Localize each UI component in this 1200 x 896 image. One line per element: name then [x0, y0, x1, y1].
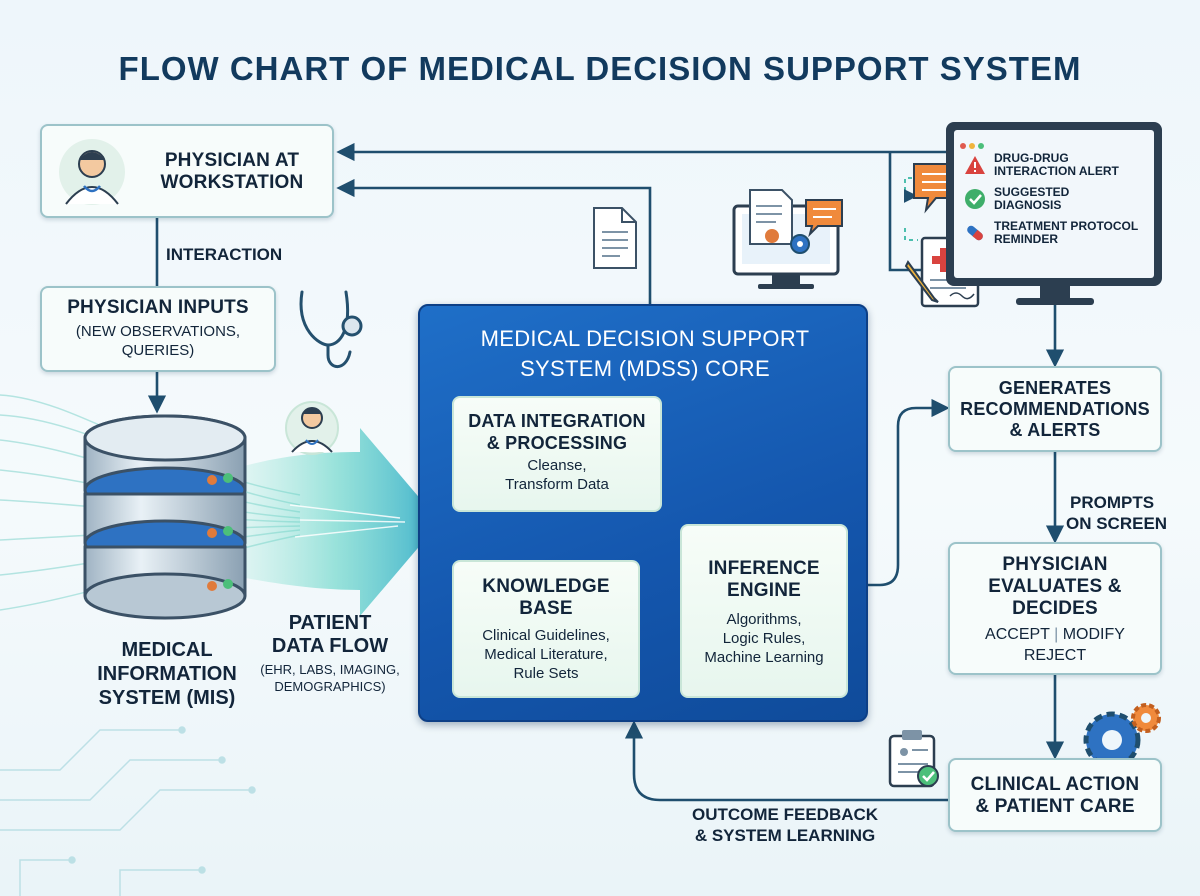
knowledge-base-line1: KNOWLEDGE — [482, 576, 610, 597]
patient-data-flow-label: PATIENT DATA FLOW (EHR, LABS, IMAGING, D… — [250, 612, 410, 695]
mis-line2: INFORMATION — [97, 663, 237, 685]
physician-workstation-box: PHYSICIAN AT WORKSTATION — [40, 124, 334, 218]
prompts-line1: PROMPTS — [1070, 493, 1155, 512]
stethoscope-icon — [299, 290, 363, 369]
mis-line1: MEDICAL — [121, 639, 213, 661]
feedback-to-core-arrow — [624, 720, 948, 802]
generates-line2: RECOMMENDATIONS — [960, 399, 1150, 419]
database-icon — [83, 414, 247, 620]
evaluates-line2: EVALUATES & — [988, 576, 1122, 597]
mis-label: MEDICAL INFORMATION SYSTEM (MIS) — [62, 638, 272, 710]
pill-icon — [964, 222, 986, 244]
prompts-on-screen-label: PROMPTS ON SCREEN — [1066, 492, 1167, 534]
monitor-base — [1016, 298, 1094, 305]
patient-data-flow-sub2: DEMOGRAPHICS) — [274, 679, 386, 694]
inference-engine-box: INFERENCE ENGINE Algorithms, Logic Rules… — [680, 524, 848, 698]
physician-inputs-line2: QUERIES) — [121, 342, 195, 359]
patient-data-flow-line2: DATA FLOW — [271, 635, 389, 657]
clinical-action-line1: CLINICAL ACTION — [970, 774, 1140, 795]
data-integration-sub2: Transform Data — [505, 476, 609, 493]
circuit-traces-bottom — [0, 726, 256, 896]
alert2-line2: DIAGNOSIS — [994, 198, 1062, 212]
warning-icon — [964, 154, 986, 176]
physician-workstation-line2: WORKSTATION — [160, 172, 304, 193]
clinical-action-line2: & PATIENT CARE — [975, 796, 1135, 817]
generates-line3: & ALERTS — [1009, 420, 1101, 440]
alert1-line2: INTERACTION ALERT — [994, 164, 1119, 178]
generates-recommendations-box: GENERATES RECOMMENDATIONS & ALERTS — [948, 366, 1162, 452]
knowledge-base-sub1: Clinical Guidelines, — [482, 627, 610, 644]
gear-icon — [1083, 703, 1161, 769]
clinical-action-box: CLINICAL ACTION & PATIENT CARE — [948, 758, 1162, 832]
document-icon — [593, 207, 637, 269]
computer-icon — [732, 189, 843, 289]
physician-inputs-box: PHYSICIAN INPUTS (NEW OBSERVATIONS, QUER… — [40, 286, 276, 372]
interaction-label: INTERACTION — [166, 245, 283, 264]
feedback-line1: OUTCOME FEEDBACK — [692, 805, 879, 824]
data-integration-sub1: Cleanse, — [527, 457, 587, 474]
patient-data-flow-sub1: (EHR, LABS, IMAGING, — [260, 662, 400, 677]
outcome-feedback-label: OUTCOME FEEDBACK & SYSTEM LEARNING — [692, 804, 878, 846]
option-accept: ACCEPT — [985, 626, 1050, 643]
physician-inputs-title: PHYSICIAN INPUTS — [67, 297, 249, 318]
check-icon — [964, 188, 986, 210]
monitor-stand — [1040, 286, 1070, 300]
checklist-icon — [888, 730, 939, 788]
patient-data-flow-line1: PATIENT — [288, 612, 372, 634]
doctor-icon — [59, 139, 125, 205]
doctor-icon — [285, 401, 339, 455]
data-integration-box: DATA INTEGRATION & PROCESSING Cleanse, T… — [452, 396, 662, 512]
inference-engine-sub2: Logic Rules, — [722, 630, 806, 647]
inference-engine-line2: ENGINE — [726, 580, 802, 601]
data-integration-line1: DATA INTEGRATION — [468, 411, 646, 431]
knowledge-base-sub2: Medical Literature, — [484, 646, 608, 663]
option-reject: REJECT — [1023, 647, 1087, 664]
generates-line1: GENERATES — [998, 378, 1112, 398]
inference-engine-sub1: Algorithms, — [726, 611, 802, 628]
patient-data-flow-arrow — [230, 428, 440, 616]
mis-line3: SYSTEM (MIS) — [98, 687, 236, 709]
feedback-line2: & SYSTEM LEARNING — [694, 826, 876, 845]
mdss-core-title: MEDICAL DECISION SUPPORT SYSTEM (MDSS) C… — [420, 324, 870, 384]
option-modify: MODIFY — [1062, 626, 1125, 643]
mdss-core-panel: MEDICAL DECISION SUPPORT SYSTEM (MDSS) C… — [418, 304, 868, 722]
evaluates-line3: DECIDES — [1012, 598, 1098, 619]
inference-engine-line1: INFERENCE — [708, 558, 820, 579]
mdss-core-title-line1: MEDICAL DECISION SUPPORT — [480, 326, 810, 351]
physician-workstation-line1: PHYSICIAN AT — [164, 150, 300, 171]
knowledge-base-line2: BASE — [519, 598, 573, 619]
alert2-line1: SUGGESTED — [994, 185, 1070, 199]
gear-icon — [790, 234, 810, 254]
alert1-line1: DRUG-DRUG — [994, 151, 1069, 165]
knowledge-base-sub3: Rule Sets — [513, 665, 579, 682]
data-integration-line2: & PROCESSING — [486, 433, 628, 453]
knowledge-base-box: KNOWLEDGE BASE Clinical Guidelines, Medi… — [452, 560, 640, 698]
alert3-line1: TREATMENT PROTOCOL — [994, 219, 1139, 233]
prompts-line2: ON SCREEN — [1066, 514, 1168, 533]
inference-to-generates-arrow — [848, 398, 950, 587]
page-title: FLOW CHART OF MEDICAL DECISION SUPPORT S… — [118, 50, 1082, 87]
physician-inputs-line1: (NEW OBSERVATIONS, — [75, 323, 241, 340]
evaluates-line1: PHYSICIAN — [1002, 554, 1108, 575]
mdss-core-title-line2: SYSTEM (MDSS) CORE — [520, 356, 770, 381]
core-to-workstation-arrow — [336, 178, 652, 304]
physician-evaluates-box: PHYSICIAN EVALUATES & DECIDES ACCEPT | M… — [948, 542, 1162, 675]
inference-engine-sub3: Machine Learning — [704, 649, 824, 666]
alert3-line2: REMINDER — [994, 232, 1059, 246]
